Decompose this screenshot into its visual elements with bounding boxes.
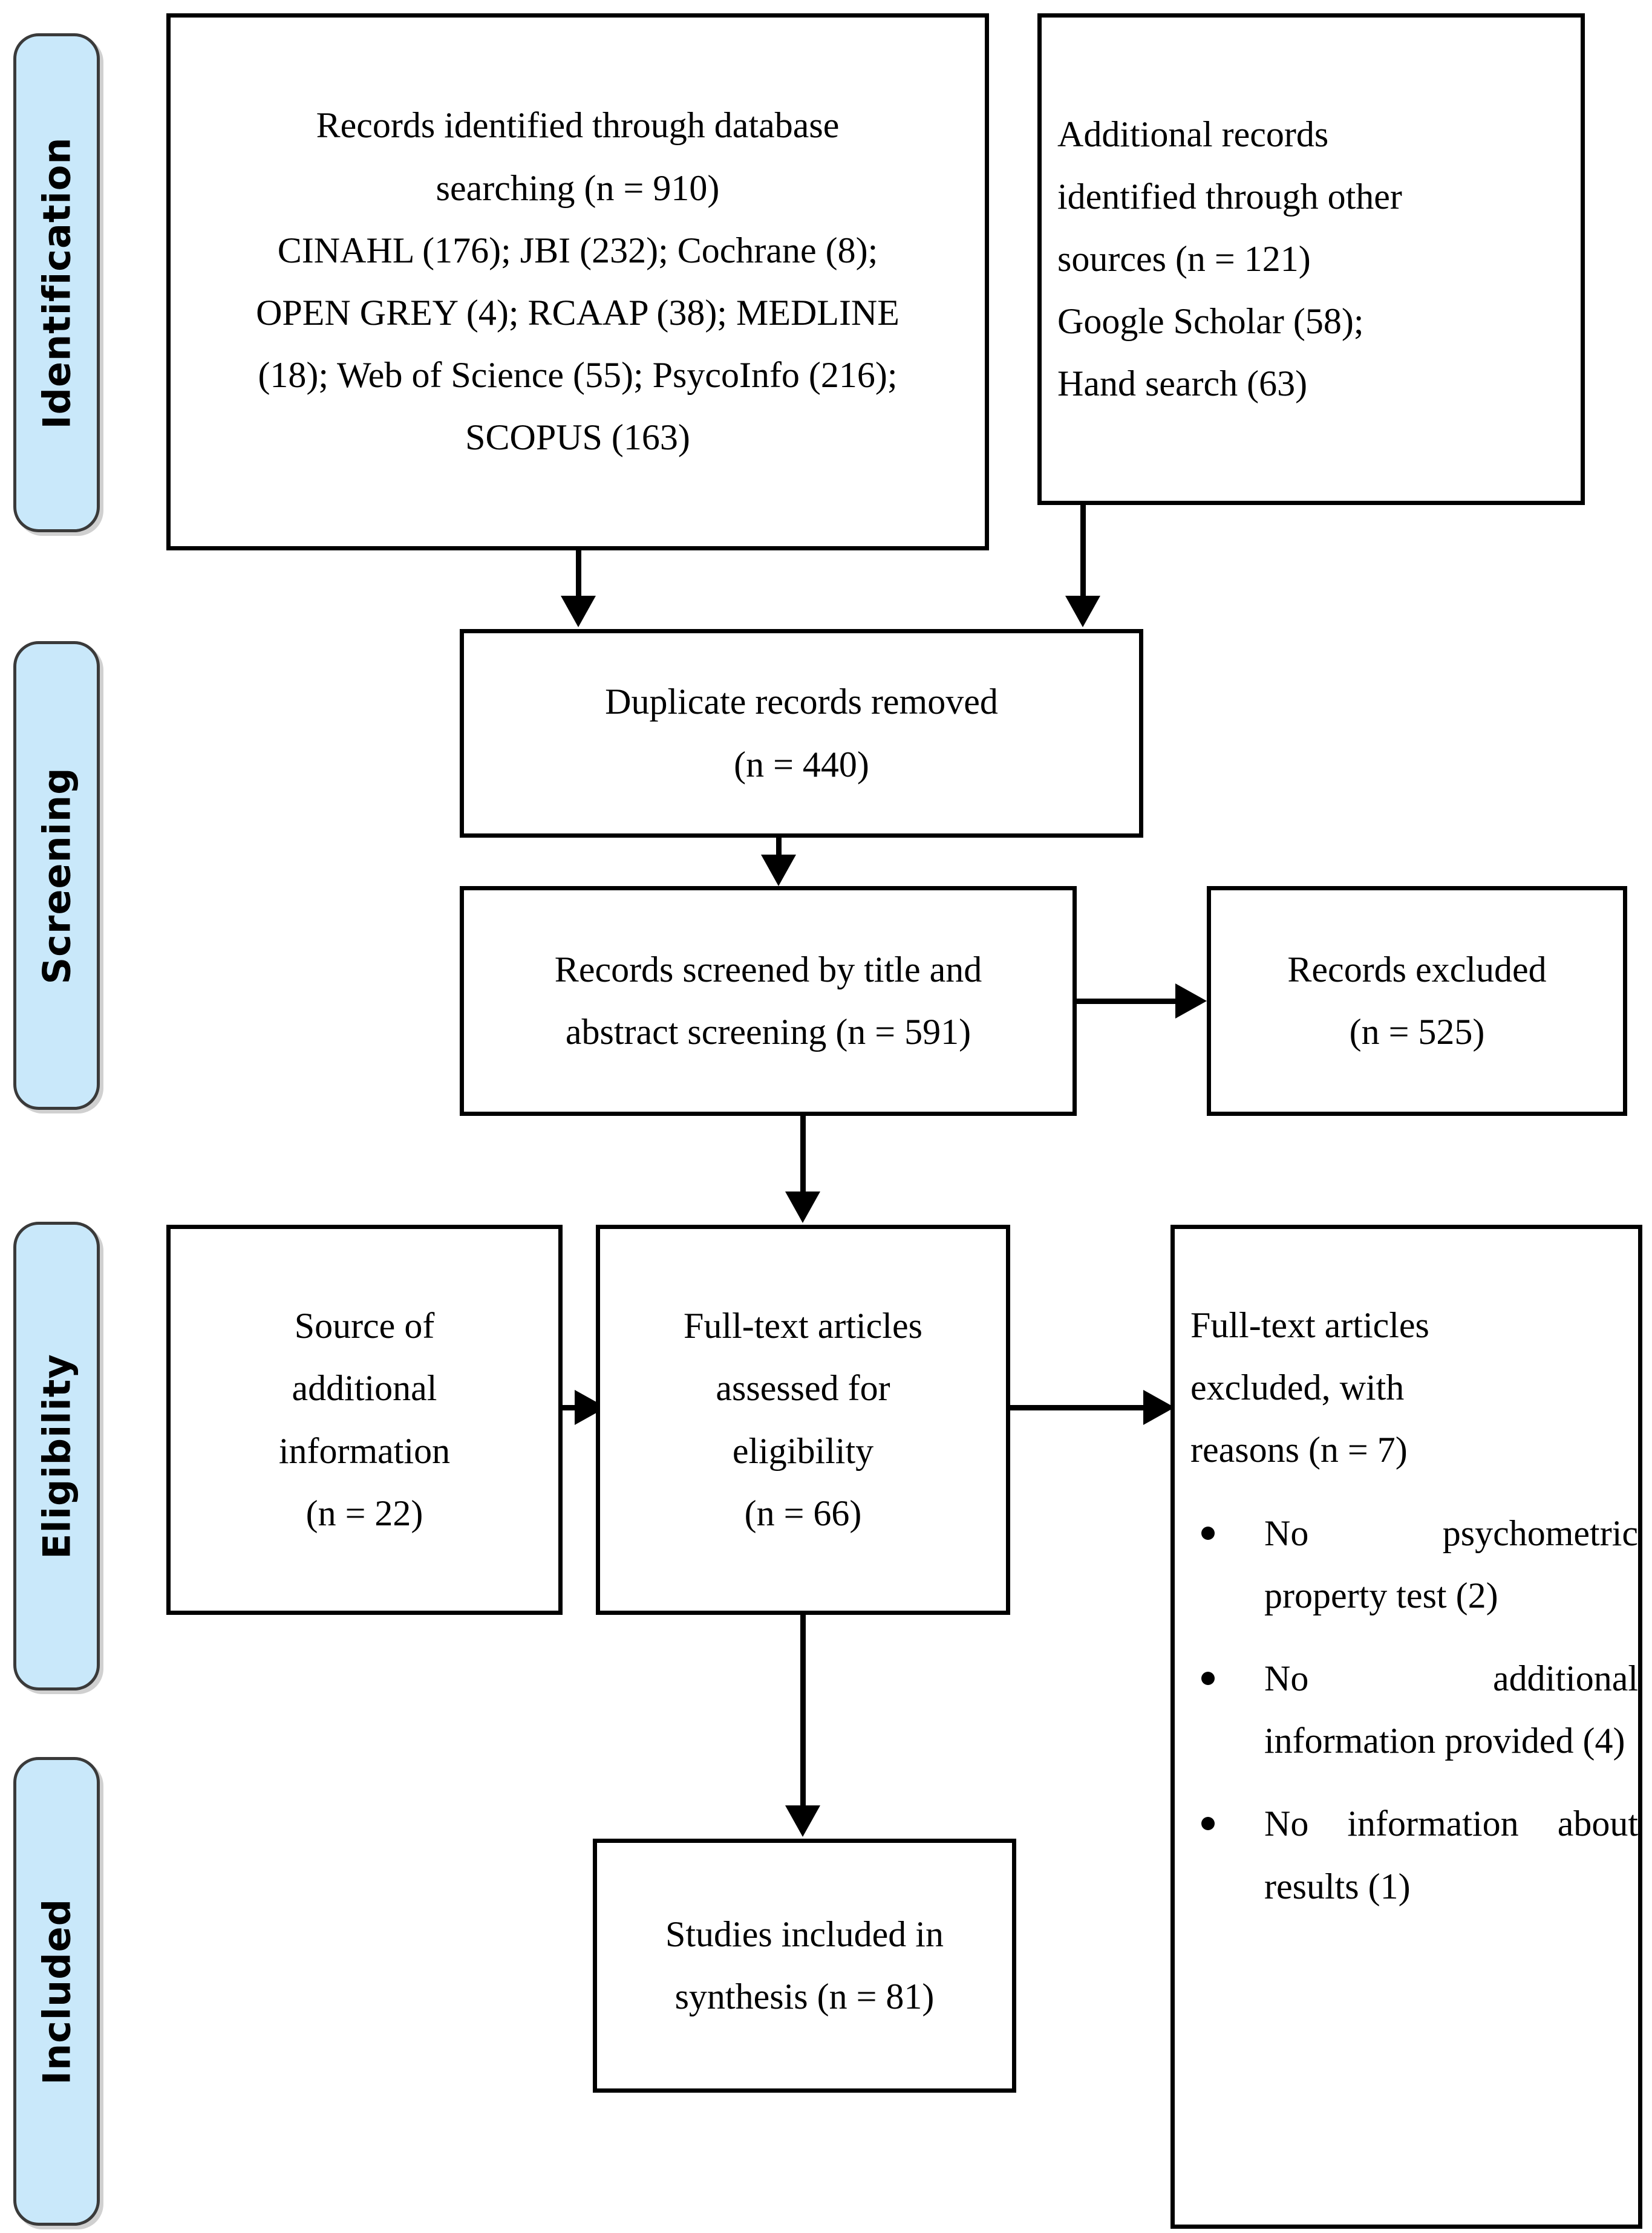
box-line: reasons (n = 7) [1190,1430,1408,1470]
box-line: identified through other [1057,176,1402,217]
box-line: (18); Web of Science (55); PsycoInfo (21… [258,355,898,396]
stage-pill-screening: Screening [13,641,100,1110]
stage-label-included: Included [34,1898,79,2085]
box-line: Duplicate records removed [605,682,998,722]
connector-database-to-duplicates [576,550,581,598]
exclusion-reason-item: No additional information provided (4) [1175,1648,1638,1772]
box-line: Additional records [1057,114,1329,154]
bullet-icon [1201,1671,1215,1685]
box-line: OPEN GREY (4); RCAAP (38); MEDLINE [256,293,899,333]
box-line: information [278,1430,451,1471]
connector-duplicates-to-screened [776,838,782,858]
box-line: CINAHL (176); JBI (232); Cochrane (8); [277,230,878,270]
exclusion-reason-text: No information about results (1) [1264,1804,1638,1906]
box-line: Hand search (63) [1057,363,1308,404]
stage-pill-identification: Identification [13,33,100,532]
exclusion-reason-item: No information about results (1) [1175,1793,1638,1917]
exclusion-reason-item: No psychometric property test (2) [1175,1502,1638,1627]
box-fulltext-excluded: Full-text articles excluded, with reason… [1170,1225,1642,2229]
box-line: Records screened by title and [554,949,982,989]
box-line: Full-text articles [1190,1305,1429,1345]
arrowhead-screened-to-excluded [1175,983,1207,1019]
connector-fulltext-to-excluded [1010,1405,1152,1410]
box-line: excluded, with [1190,1368,1405,1408]
arrowhead-duplicates-to-screened [761,855,796,886]
connector-screened-to-excluded [1077,999,1180,1004]
arrowhead-other-to-duplicates [1065,596,1100,627]
exclusion-reason-text: No psychometric property test (2) [1264,1513,1638,1615]
arrowhead-screened-to-fulltext [785,1191,820,1223]
arrowhead-fulltext-to-included [785,1805,820,1837]
box-line: sources (n = 121) [1057,238,1311,279]
box-additional-information-source: Source of additional information (n = 22… [166,1225,563,1615]
box-records-screened: Records screened by title and abstract s… [460,886,1077,1116]
exclusion-reasons-list: No psychometric property test (2) No add… [1175,1482,1638,1918]
box-line: (n = 66) [744,1493,862,1533]
box-line: Studies included in [665,1914,944,1954]
box-line: eligibility [732,1430,874,1471]
box-line: (n = 22) [305,1493,423,1533]
stage-pill-included: Included [13,1757,100,2226]
arrowhead-fulltext-to-excluded [1143,1390,1175,1425]
stage-label-identification: Identification [34,137,79,429]
stage-label-screening: Screening [34,767,79,984]
box-duplicates-removed: Duplicate records removed (n = 440) [460,629,1143,838]
connector-other-to-duplicates [1080,505,1086,598]
connector-source-to-fulltext [563,1405,578,1410]
connector-fulltext-to-included [800,1615,806,1807]
box-line: SCOPUS (163) [465,417,690,458]
stage-pill-eligibility: Eligibility [13,1222,100,1690]
box-other-records: Additional records identified through ot… [1037,13,1585,505]
box-line: assessed for [716,1368,890,1409]
box-records-excluded: Records excluded (n = 525) [1207,886,1627,1116]
box-line: Source of [294,1306,435,1346]
arrowhead-database-to-duplicates [561,596,596,627]
box-line: Records identified through database [316,105,840,146]
box-studies-included: Studies included in synthesis (n = 81) [593,1839,1016,2093]
box-line: additional [292,1368,437,1409]
box-line: abstract screening (n = 591) [565,1012,971,1052]
box-fulltext-assessed: Full-text articles assessed for eligibil… [596,1225,1010,1615]
box-line: (n = 440) [734,744,869,784]
box-database-records: Records identified through database sear… [166,13,989,550]
exclusion-reason-text: No additional information provided (4) [1264,1658,1638,1761]
bullet-icon [1201,1817,1215,1831]
box-line: (n = 525) [1349,1012,1485,1052]
box-line: Records excluded [1287,949,1547,989]
connector-screened-to-fulltext [800,1116,806,1193]
box-line: synthesis (n = 81) [674,1977,935,2016]
box-line: Full-text articles [684,1306,922,1346]
bullet-icon [1201,1526,1215,1540]
box-line: searching (n = 910) [436,168,720,208]
stage-label-eligibility: Eligibility [34,1353,79,1559]
box-line: Google Scholar (58); [1057,301,1364,342]
